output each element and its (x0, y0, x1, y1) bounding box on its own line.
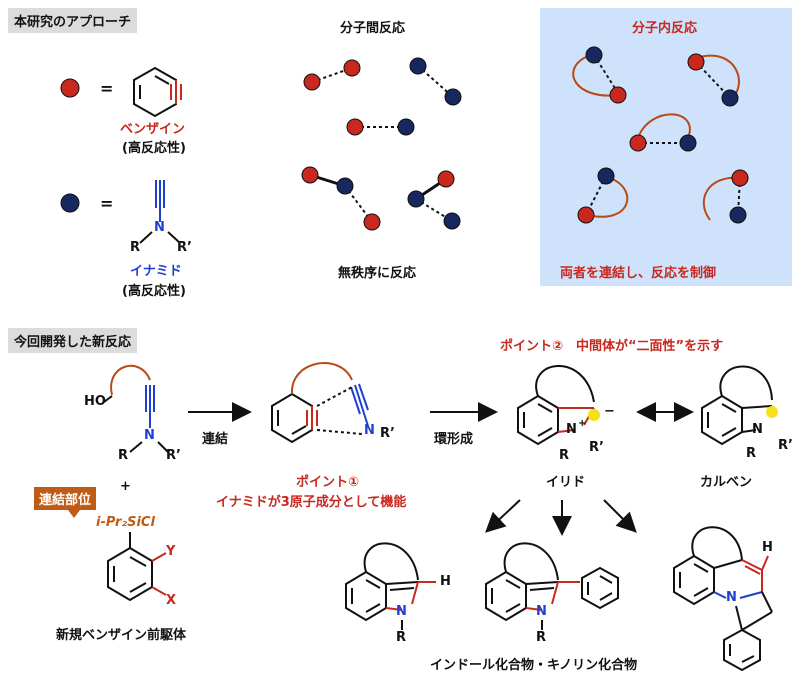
step2-label: 環形成 (434, 432, 474, 447)
ylide-yellow-mark (588, 409, 600, 421)
benzyne-label: ベンザイン (120, 122, 186, 137)
benzyne-sub: (高反応性) (122, 141, 186, 156)
intermolecular-pairs (301, 57, 462, 231)
substituent-x: X (166, 593, 177, 608)
intramolecular-caption: 両者を連結し、反応を制御 (560, 266, 717, 281)
start-n: N (144, 428, 155, 443)
ynamide-structure (139, 180, 181, 244)
product1-n: N (396, 604, 407, 619)
carbene-r2: R’ (778, 438, 793, 453)
intramolecular-title: 分子内反応 (632, 21, 698, 36)
start-structure (103, 364, 169, 453)
linker-tag-pointer (68, 510, 80, 518)
start-r1: R (118, 448, 129, 463)
equals-sign-1: = (100, 79, 114, 98)
carbene-structure (701, 365, 773, 446)
ylide-r1: R (559, 448, 570, 463)
product1-r: R (396, 630, 407, 645)
precursor-caption: 新規ベンザイン前駆体 (56, 628, 187, 643)
ylide-structure (517, 365, 595, 446)
ynamide-r2: R’ (177, 240, 192, 255)
carbene-yellow-mark (766, 406, 778, 418)
start-ho: HO (84, 394, 106, 409)
intramolecular-pairs (572, 46, 749, 224)
product3-structure (673, 526, 773, 672)
point2-text: ポイント② 中間体が“二面性”を示す (500, 339, 724, 354)
ynamide-n: N (154, 220, 165, 235)
equals-sign-2: = (100, 194, 114, 213)
carbene-r1: R (746, 446, 757, 461)
ynamide-dot (60, 193, 80, 213)
ylide-r2: R’ (589, 440, 604, 455)
linker-tag: 連結部位 (34, 487, 97, 510)
arrow-prod3 (603, 499, 637, 533)
product3-n: N (726, 590, 737, 605)
start-r2: R’ (166, 448, 181, 463)
product1-h: H (440, 574, 451, 589)
ylide-n: N (566, 422, 577, 437)
arrow-prod1 (485, 499, 521, 533)
ylide-caption: イリド (546, 475, 586, 490)
precursor-structure (107, 532, 167, 602)
ynamide-label: イナミド (130, 264, 182, 279)
product3-h: H (762, 540, 773, 555)
products-caption: インドール化合物・キノリン化合物 (430, 658, 638, 673)
intermediate-r: R’ (380, 426, 395, 441)
intramolecular-panel (540, 8, 792, 286)
substituent-y: Y (166, 544, 176, 559)
ylide-plus: + (578, 418, 587, 429)
product1-structure (345, 542, 436, 630)
approach-header: 本研究のアプローチ (8, 8, 138, 33)
carbene-caption: カルベン (700, 475, 753, 490)
benzyne-dot (60, 78, 80, 98)
new-reaction-header: 今回開発した新反応 (8, 328, 138, 353)
point1-text: イナミドが3原子成分として機能 (216, 495, 407, 510)
step1-label: 連結 (202, 432, 229, 447)
intermediate-structure (271, 362, 369, 444)
intermolecular-title: 分子間反応 (340, 21, 406, 36)
ynamide-sub: (高反応性) (122, 284, 186, 299)
silyl-reagent: i-Pr₂SiCl (96, 515, 155, 530)
product2-structure (485, 542, 619, 630)
benzyne-structure (133, 66, 182, 118)
point1-title: ポイント① (296, 475, 360, 490)
product2-r: R (536, 630, 547, 645)
intermediate-n: N (364, 423, 375, 438)
ylide-minus: − (604, 404, 615, 419)
product2-n: N (536, 604, 547, 619)
carbene-n: N (752, 422, 763, 437)
ynamide-r1: R (130, 240, 141, 255)
intermolecular-caption: 無秩序に反応 (338, 266, 417, 281)
plus-sign: + (120, 479, 131, 494)
